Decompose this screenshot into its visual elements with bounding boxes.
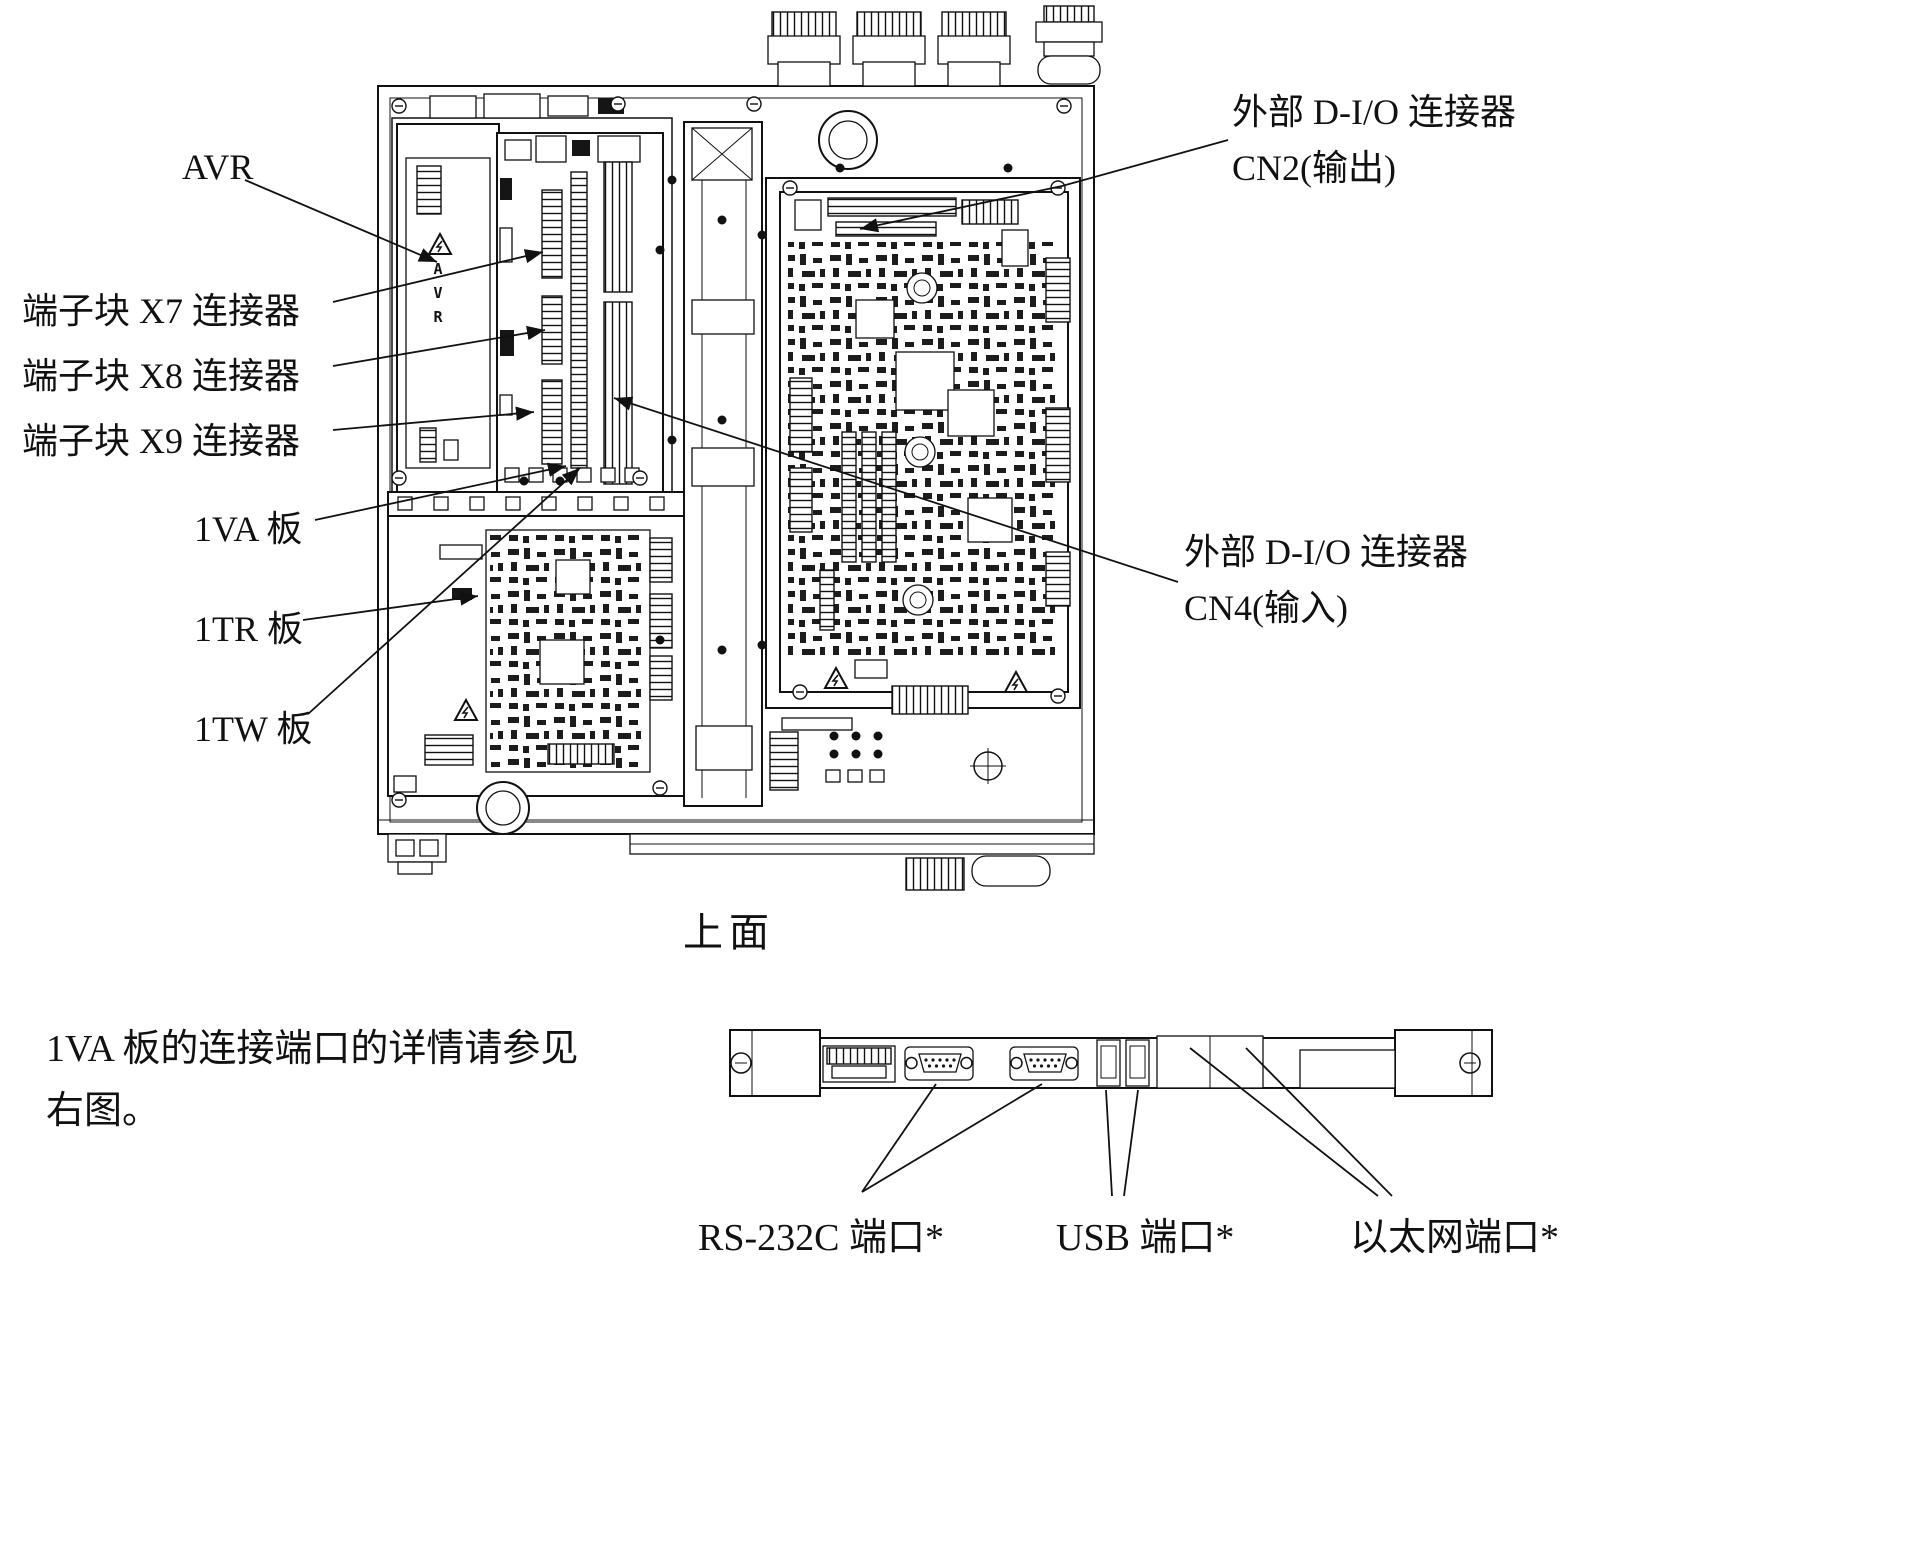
callout-cn2: 外部 D-I/O 连接器 CN2(输出): [1232, 84, 1516, 196]
board-1tr-leader-line: [302, 591, 479, 621]
callout-cn2-line2: CN2(输出): [1232, 148, 1396, 188]
usb-leader-line-2: [1123, 1089, 1139, 1197]
top-vent-hole: [818, 110, 878, 170]
callout-cn4: 外部 D-I/O 连接器 CN4(输入): [1184, 524, 1468, 636]
callout-ethernet-port: 以太网端口*: [1350, 1217, 1560, 1259]
cn2-connector: [827, 197, 957, 217]
cn2-leader-line: [859, 139, 1229, 233]
terminal-connector: [822, 1045, 896, 1083]
terminal-block-x9-connector: [541, 379, 563, 465]
top-view-caption: 上面: [683, 910, 775, 955]
rs232c-port-1: [904, 1046, 974, 1081]
callout-avr: AVR: [182, 147, 254, 187]
callout-terminal-x7: 端子块 X7 连接器: [22, 291, 300, 331]
board-1va: [496, 132, 664, 494]
cn4-leader-line: [613, 396, 1179, 583]
panel-notch: [1299, 1049, 1396, 1089]
usb-leader-line-1: [1105, 1089, 1113, 1197]
avr-module-text: AVR: [429, 260, 447, 332]
callout-board-1tr: 1TR 板: [194, 609, 304, 649]
panel-screw-icon: [730, 1052, 752, 1074]
callout-cn4-line2: CN4(输入): [1184, 588, 1348, 628]
callout-cn4-line1: 外部 D-I/O 连接器: [1184, 532, 1468, 572]
ethernet-leader-line-2: [1245, 1047, 1393, 1197]
note-line2: 右图。: [46, 1090, 161, 1132]
panel-screw-icon: [1459, 1052, 1481, 1074]
callout-terminal-x8: 端子块 X8 连接器: [22, 356, 300, 396]
top-terminal-covers: [767, 11, 1011, 87]
ethernet-leader-line-1: [1189, 1047, 1379, 1197]
x9-leader-line: [332, 406, 535, 431]
bottom-flange-feet: [387, 833, 1095, 891]
x8-leader-line: [332, 325, 546, 367]
port-panel-view: [729, 1029, 1493, 1197]
board-1va-leader-line: [314, 462, 567, 521]
callout-rs232c-port: RS-232C 端口*: [698, 1217, 944, 1259]
callout-cn2-line1: 外部 D-I/O 连接器: [1232, 92, 1516, 132]
callout-board-1tw: 1TW 板: [194, 709, 313, 749]
port-leader-lines: [861, 1047, 1393, 1197]
terminal-block-x7-connector: [541, 189, 563, 279]
callout-board-1va: 1VA 板: [194, 509, 303, 549]
boards-1tr-1tw-bay: [387, 515, 693, 835]
usb-ports: [1096, 1039, 1150, 1087]
controller-board: [765, 177, 1081, 715]
x7-leader-line: [332, 249, 544, 303]
ethernet-port: [1156, 1035, 1264, 1089]
rs232c-leader-line-1: [861, 1083, 937, 1193]
cable-gland: [1035, 5, 1103, 85]
board-1tw-leader-line: [307, 467, 581, 715]
callout-terminal-x9: 端子块 X9 连接器: [22, 421, 300, 461]
callout-leader-lines: [244, 139, 1229, 715]
note-line1: 1VA 板的连接端口的详情请参见: [46, 1028, 579, 1070]
avr-module: [396, 123, 500, 493]
cn4-connector: [841, 431, 897, 563]
note-text: 1VA 板的连接端口的详情请参见 右图。: [46, 1018, 578, 1142]
callout-usb-port: USB 端口*: [1056, 1217, 1235, 1259]
rs232c-port-2: [1009, 1046, 1079, 1081]
center-divider: [683, 121, 763, 807]
rs232c-leader-line-2: [861, 1083, 1043, 1193]
bottom-interior-details: [769, 717, 1006, 791]
avr-leader-line: [244, 179, 438, 263]
